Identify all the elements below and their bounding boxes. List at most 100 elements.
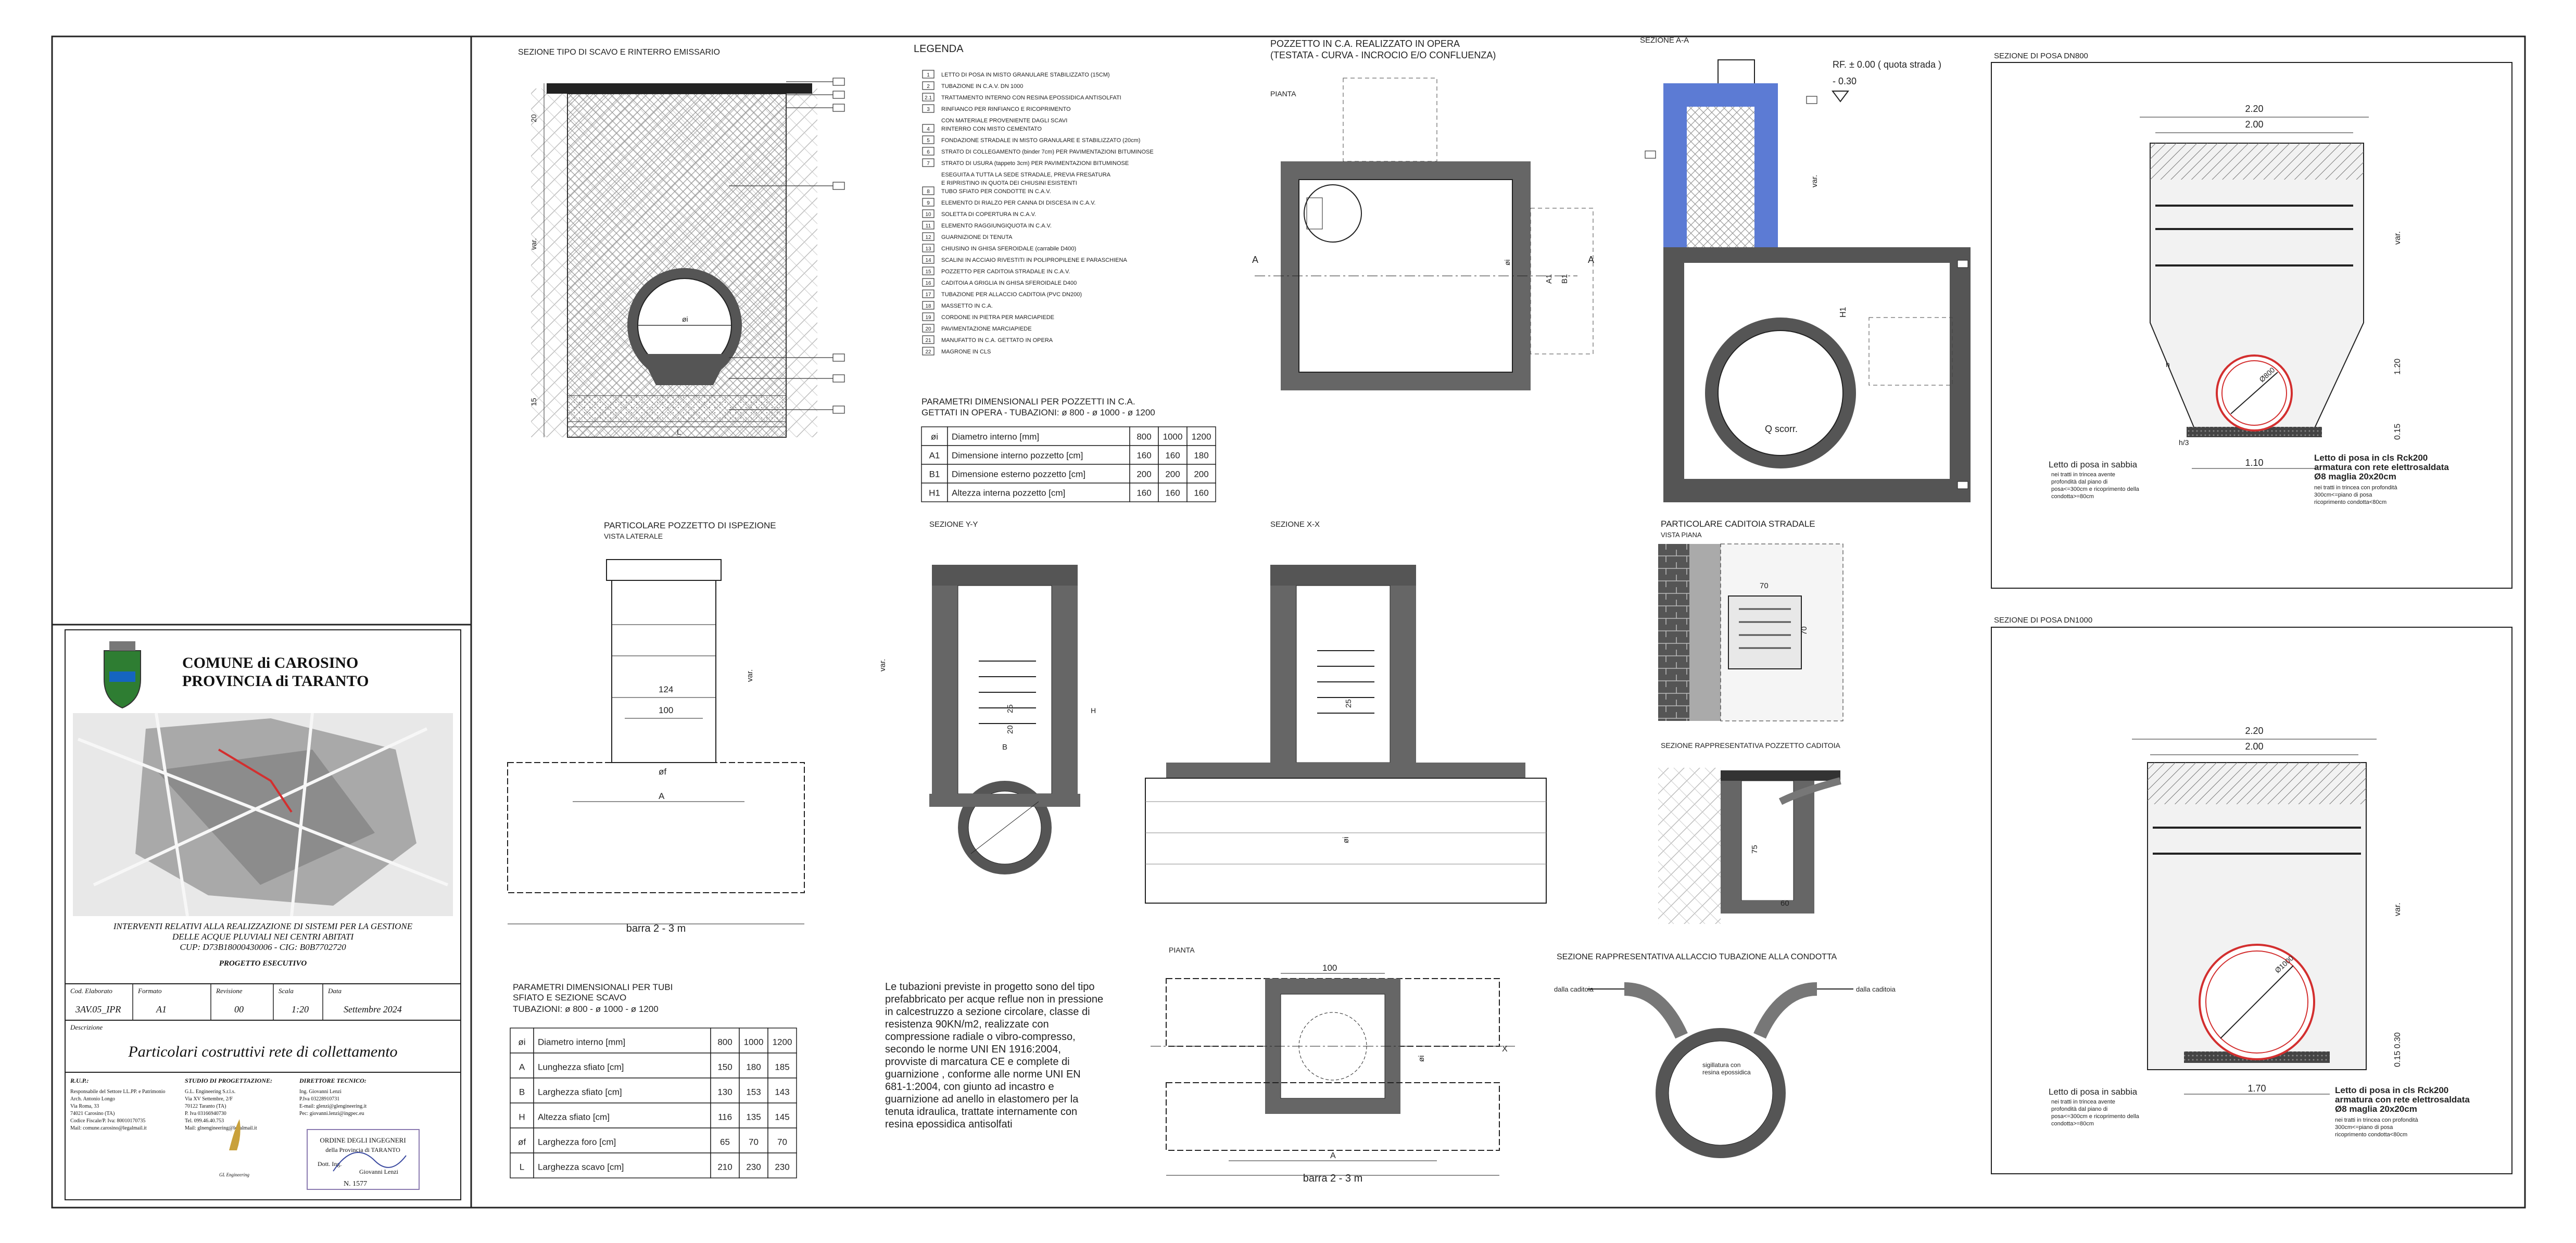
legend-marker: [922, 135, 935, 144]
legend-marker: [922, 93, 935, 102]
plan-A-left: A: [1252, 255, 1258, 265]
row-value: 800: [717, 1037, 732, 1047]
table-cell: [1186, 445, 1216, 465]
svg-text:N. 1577: N. 1577: [344, 1180, 367, 1188]
posa800-220: 2.20: [2245, 104, 2263, 114]
insp-of: øf: [659, 767, 666, 777]
svg-text:Ø8 maglia 20x20cm: Ø8 maglia 20x20cm: [2335, 1104, 2417, 1114]
legend-number: 4: [927, 126, 930, 132]
yy-var: var.: [878, 659, 887, 671]
legend-number: 22: [925, 349, 931, 355]
svg-text:ricoprimento condotta<80cm: ricoprimento condotta<80cm: [2335, 1132, 2407, 1138]
trench-dim-20: 20: [529, 114, 538, 122]
grate-icon: [1739, 608, 1791, 649]
legend-number: 20: [925, 326, 931, 332]
trench-dim-15: 15: [529, 398, 538, 406]
svg-text:Responsabile del Settore LL.PP: Responsabile del Settore LL.PP. e Patrim…: [70, 1089, 165, 1095]
fase-progetto: PROGETTO ESECUTIVO: [219, 959, 307, 968]
row-value: 150: [717, 1062, 732, 1072]
svg-text:profondità dal piano di: profondità dal piano di: [2051, 1106, 2107, 1112]
caditoia-70: 70: [1760, 581, 1769, 590]
yy-rungs: [979, 661, 1036, 724]
legend-number: 15: [925, 269, 931, 275]
row-symbol: A1: [929, 450, 940, 460]
table-cell: [739, 1127, 768, 1153]
legend-item: ELEMENTO RAGGIUNGIQUOTA IN C.A.V.: [941, 223, 1052, 229]
table-cell: [767, 1102, 797, 1128]
hdr-revisione: Revisione: [216, 987, 243, 995]
svg-text:70122 Taranto (TA): 70122 Taranto (TA): [185, 1104, 226, 1109]
caditoia-title: PARTICOLARE CADITOIA STRADALE: [1661, 519, 1815, 529]
row-label: Altezza interna pozzetto [cm]: [952, 488, 1065, 498]
legend-number: 14: [925, 258, 931, 263]
legend-number: 1: [927, 72, 930, 78]
row-value: 1000: [744, 1037, 764, 1047]
table-cell: [767, 1028, 797, 1054]
aa-H1: H1: [1839, 307, 1848, 318]
table1-title2: GETTATI IN OPERA - TUBAZIONI: ø 800 - ø …: [921, 408, 1155, 417]
manhole-subtitle: (TESTATA - CURVA - INCROCIO E/O CONFLUEN…: [1270, 50, 1496, 60]
quota-strada: RF. ± 0.00 ( quota strada ): [1833, 59, 1941, 70]
svg-text:Tel. 099.46.40.753: Tel. 099.46.40.753: [185, 1118, 224, 1124]
row-label: Altezza sfiato [cm]: [538, 1112, 610, 1122]
caditoia-subtitle: VISTA PIANA: [1661, 531, 1702, 539]
bottom-barra: barra 2 - 3 m: [1303, 1173, 1362, 1184]
legend-marker: [922, 70, 935, 79]
legend-item: MANUFATTO IN C.A. GETTATO IN OPERA: [941, 337, 1053, 344]
bottom-X: X: [1502, 1045, 1508, 1054]
aa-callouts: [1645, 96, 1968, 489]
legend-number: 2.1: [925, 95, 932, 101]
legend-item: POZZETTO PER CADITOIA STRADALE IN C.A.V.: [941, 269, 1070, 275]
trench-section: SEZIONE TIPO DI SCAVO E RINTERRO EMISSAR…: [518, 48, 845, 438]
row-value: 800: [1137, 432, 1151, 441]
svg-text:P. Iva 03166940730: P. Iva 03166940730: [185, 1111, 226, 1117]
table-cell: [533, 1152, 711, 1178]
row-value: 135: [746, 1112, 761, 1122]
posa1000-title: SEZIONE DI POSA DN1000: [1994, 616, 2092, 625]
table-cell: [921, 445, 948, 465]
table-cell: [1158, 483, 1188, 502]
row-value: 200: [1194, 469, 1208, 479]
xx-25: 25: [1344, 699, 1353, 708]
row-value: 1200: [1192, 432, 1211, 441]
engineer-stamp: ORDINE DEGLI INGEGNERI della Provincia d…: [307, 1129, 420, 1190]
table-cell: [767, 1127, 797, 1153]
row-label: Dimensione interno pozzetto [cm]: [952, 450, 1083, 460]
legend-marker: [922, 335, 935, 344]
row-label: Lunghezza sfiato [cm]: [538, 1062, 624, 1072]
legend-number: 6: [927, 149, 930, 155]
row-symbol: H: [519, 1112, 525, 1122]
svg-text:P.Iva 03228910731: P.Iva 03228910731: [299, 1096, 339, 1102]
posa1000-0153: 0.15 0.30: [2393, 1032, 2402, 1067]
table-cell: [921, 464, 948, 484]
legend-number: 13: [925, 246, 931, 252]
legend-marker: [922, 312, 935, 321]
legend-number: 18: [925, 303, 931, 309]
svg-text:Via Roma, 33: Via Roma, 33: [70, 1104, 99, 1109]
section-xx: SEZIONE X-X øi 25: [1145, 520, 1547, 904]
legend-item: TUBAZIONE IN C.A.V. DN 1000: [941, 83, 1023, 90]
note-line: guarnizione , conforme alle norme UNI EN: [885, 1069, 1081, 1080]
table-cell: [710, 1052, 740, 1079]
hdr-cod: Cod. Elaborato: [70, 987, 112, 995]
row-label: Diametro interno [mm]: [952, 432, 1039, 441]
laying-section-dn1000: SEZIONE DI POSA DN1000 2.20 2.00 Ø1000 v…: [1991, 616, 2512, 1174]
legend-item: PAVIMENTAZIONE MARCIAPIEDE: [941, 326, 1032, 332]
note-line: resistenza 90KN/m2, realizzate con: [885, 1019, 1049, 1030]
row-value: 160: [1165, 450, 1180, 460]
legend-marker: [922, 324, 935, 333]
row-value: 230: [775, 1162, 789, 1172]
row-value: 200: [1137, 469, 1151, 479]
yy-B: B: [1002, 743, 1007, 752]
row-value: 70: [777, 1137, 787, 1147]
row-symbol: H1: [929, 488, 940, 498]
svg-text:Giovanni Lenzi: Giovanni Lenzi: [359, 1168, 399, 1175]
legend-item: ESEGUITA A TUTTA LA SEDE STRADALE, PREVI…: [941, 172, 1111, 178]
svg-text:300cm<=piano di posa: 300cm<=piano di posa: [2314, 492, 2372, 498]
posa1000-200: 2.00: [2245, 741, 2263, 752]
legend-number: 2: [927, 84, 930, 90]
studio-label: STUDIO DI PROGETTAZIONE:: [185, 1077, 272, 1084]
svg-text:nei tratti in trincea avente: nei tratti in trincea avente: [2051, 472, 2115, 478]
legend-item: STRATO DI USURA (tappeto 3cm) PER PAVIME…: [941, 160, 1129, 167]
